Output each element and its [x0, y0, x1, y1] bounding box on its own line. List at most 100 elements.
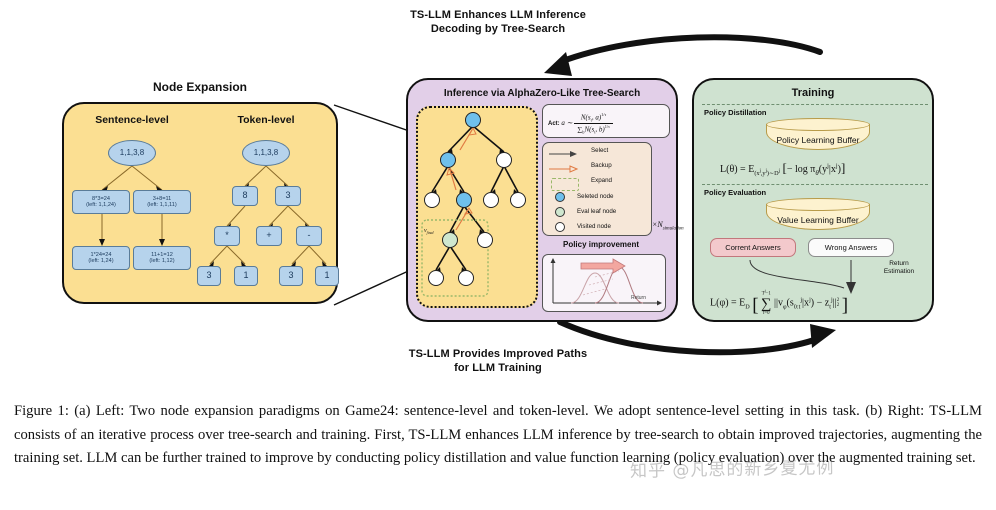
sum-upper: Tj−1 — [761, 289, 771, 297]
legend-label: Backup — [591, 162, 612, 169]
answer-flow-arrows — [749, 259, 856, 294]
tree-node-b — [496, 152, 512, 168]
tree-node-f — [510, 192, 526, 208]
loss-theta-expect-sub: (xj,yj)∼Dj — [754, 168, 780, 177]
legend-label: Eval leaf node — [577, 208, 617, 215]
token-node-l3-0: 3 — [197, 266, 221, 286]
pi-sub: θ — [815, 169, 819, 177]
token-node-l3-2: 3 — [279, 266, 303, 286]
legend-backup-icon — [549, 165, 579, 173]
value-learning-buffer: Value Learning Buffer — [766, 198, 870, 230]
v-final-label: vfinal — [424, 228, 434, 235]
tree-node-eval-leaf — [442, 232, 458, 248]
legend-label: Visited node — [577, 223, 611, 230]
lp-nsup: 2 — [836, 298, 840, 304]
lp-b2: (s — [786, 297, 794, 309]
token-node-l1-0: 8 — [232, 186, 258, 206]
correct-answers-box: Corrent Answers — [710, 238, 796, 257]
e2: ,y — [760, 170, 766, 177]
lp-b4u: j — [830, 296, 833, 304]
sim-mult-sub: simulation — [662, 226, 684, 232]
act-formula-box: Act: a ∼ N(st, a)1/τ ∑bN(st, b)1/τ — [542, 104, 670, 138]
lp-b5: || — [832, 297, 837, 309]
act-formula: Act: a ∼ N(st, a)1/τ ∑bN(st, b)1/τ — [548, 112, 613, 134]
act-label: Act: — [548, 120, 560, 127]
lp-b4s: t — [829, 303, 831, 311]
sentence-root-node: 1,1,3,8 — [108, 140, 156, 166]
legend-item-expand: Expand — [587, 177, 612, 184]
lt-tail3: ) — [837, 164, 841, 175]
sum-lower: t=0 — [763, 310, 770, 316]
legend-label: Expand — [591, 177, 612, 184]
sentence-node-l1-0: 8*3=24 (left: 1,1,24) — [72, 190, 130, 214]
node-line-1: 8*3=24 — [92, 195, 110, 202]
top-flow-title: TS-LLM Enhances LLM Inference Decoding b… — [410, 9, 586, 35]
buffer-top — [766, 118, 870, 131]
den-exp: 1/τ — [604, 123, 610, 129]
legend-expand-icon — [551, 178, 579, 191]
legend-visited-node-icon — [555, 222, 565, 232]
token-node-l2-0: * — [214, 226, 240, 246]
tree-node-root — [465, 112, 481, 128]
tree-node-h — [428, 270, 444, 286]
buffer-label: Value Learning Buffer — [777, 215, 859, 225]
flow-arrows — [333, 34, 836, 356]
e3: )∼D — [766, 170, 779, 177]
legend-item-backup: Backup — [587, 162, 612, 169]
divider-mid — [702, 184, 928, 185]
loss-phi-esub: D — [745, 303, 750, 311]
mid-panel: Inference via AlphaZero-Like Tree-Search — [406, 78, 684, 322]
tree-node-c — [424, 192, 440, 208]
lp-b1s: φ — [782, 303, 787, 311]
act-denominator: ∑bN(st, b)1/τ — [577, 123, 610, 135]
sentence-tree-edges — [99, 165, 165, 246]
bottom-flow-title: TS-LLM Provides Improved Paths for LLM T… — [408, 348, 588, 374]
num-exp: 1/τ — [601, 112, 607, 117]
right-panel: Training Policy Distillation Policy Lear… — [692, 78, 934, 322]
node-line-2: (left: 1,12) — [149, 258, 175, 264]
node-line-2: (left: 1,1,11) — [147, 202, 177, 208]
legend-box: Select Backup Expand Seleted node — [542, 142, 652, 236]
den-head: N(s — [584, 125, 595, 134]
policy-evaluation-title: Policy Evaluation — [704, 188, 767, 197]
act-fraction: N(st, a)1/τ ∑bN(st, b)1/τ — [574, 112, 613, 134]
legend-selected-node-icon — [555, 192, 565, 202]
sentence-node-l2-0: 1*24=24 (left: 1,24) — [72, 246, 130, 270]
stt: −1 — [765, 291, 771, 297]
num-sub: t — [590, 117, 592, 123]
tree-node-a — [440, 152, 456, 168]
legend-item-visited: Visited node — [573, 223, 611, 230]
lp-nsub: 2 — [836, 303, 840, 309]
token-node-l1-1: 3 — [275, 186, 301, 206]
loss-theta-lhs: L(θ) = E — [720, 164, 755, 175]
token-node-l2-1: + — [256, 226, 282, 246]
tree-node-i — [458, 270, 474, 286]
act-numerator: N(st, a)1/τ — [574, 112, 613, 124]
token-level-heading: Token-level — [237, 114, 295, 126]
num-tail: , a) — [591, 113, 602, 122]
lt-tail2: |x — [828, 164, 836, 175]
node-line-2: (left: 1,24) — [88, 258, 114, 264]
simulation-multiplier: ×Nsimulation — [652, 220, 684, 232]
node-line-1: 1*24=24 — [90, 251, 112, 258]
sim-mult-text: ×N — [652, 220, 663, 229]
lp-b3u: j — [809, 296, 811, 304]
st: T — [761, 291, 765, 297]
tree-node-d — [456, 192, 472, 208]
lp-b1: ||v — [773, 297, 783, 309]
right-panel-title: Training — [791, 87, 835, 99]
tree-node-e — [483, 192, 499, 208]
legend-eval-node-icon — [555, 207, 565, 217]
wrong-answers-box: Wrong Answers — [808, 238, 894, 257]
tree-node-g — [477, 232, 493, 248]
lp-b2u: j — [800, 296, 803, 304]
buffer-label: Policy Learning Buffer — [776, 135, 860, 145]
act-lhs: a ∼ — [561, 118, 573, 127]
left-panel: Sentence-level Token-level 1,1,3,8 8*3=2… — [62, 102, 339, 304]
lp-b4: ) − z — [810, 297, 830, 309]
den-tail: , b) — [595, 125, 605, 134]
e1: (x — [754, 170, 760, 177]
loss-phi-formula: L(φ) = ED [ Tj−1 ∑ t=0 ||vφ(s0:tj|xj) − … — [710, 289, 849, 316]
loss-theta-body: − log π — [786, 164, 816, 175]
policy-learning-buffer: Policy Learning Buffer — [766, 118, 870, 150]
